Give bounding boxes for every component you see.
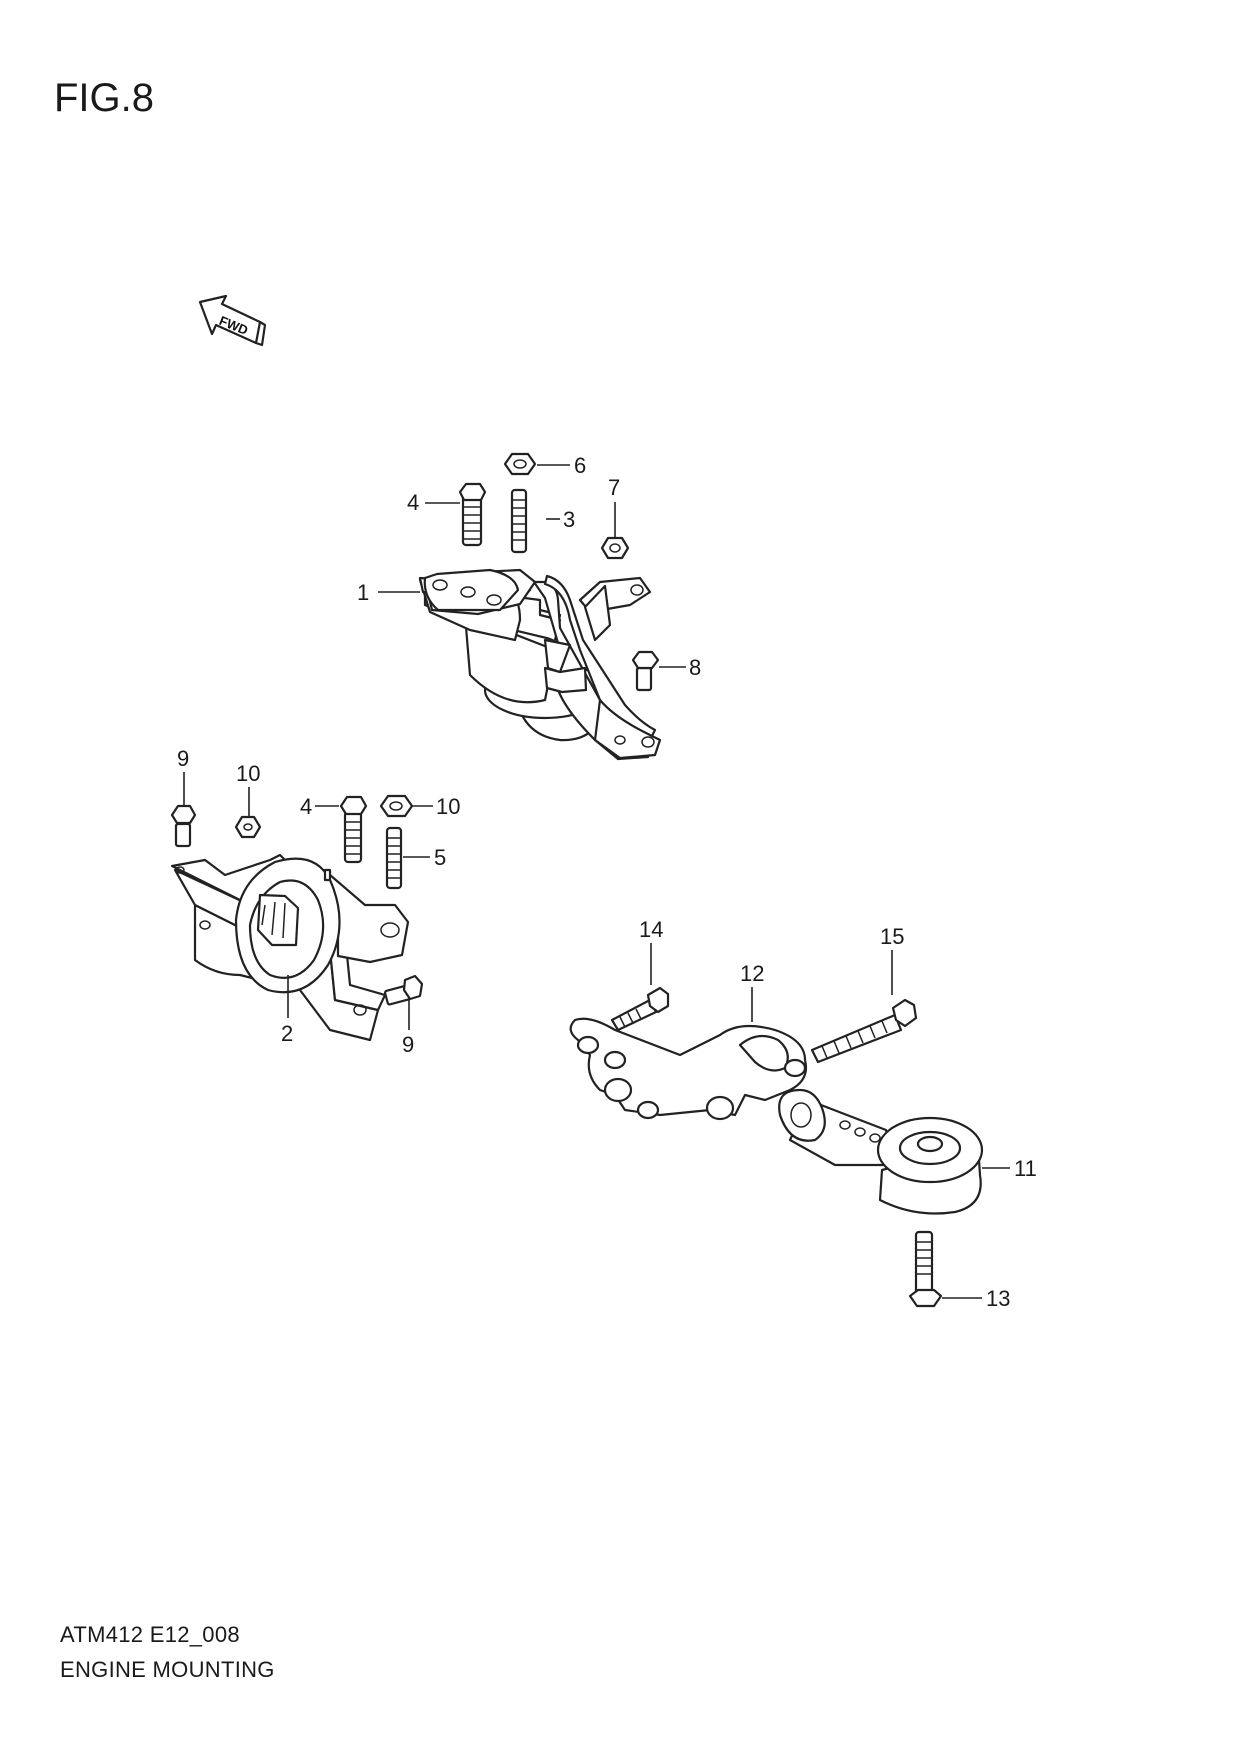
callout-labels: 1 3 4 6 7 8 9 10 4 10 5 2 9 14 12 15 11 … <box>177 453 1037 1311</box>
callout-14: 14 <box>639 917 663 942</box>
bolt-part-14[interactable] <box>610 986 670 1032</box>
callout-3: 3 <box>563 507 575 532</box>
bolt-part-4-upper[interactable] <box>458 482 487 547</box>
rear-mount-bushing[interactable] <box>778 1088 984 1215</box>
rear-mount-bracket[interactable] <box>569 1017 808 1121</box>
engine-mount-left[interactable] <box>170 853 410 1042</box>
figure-title: FIG.8 <box>54 76 155 120</box>
callout-8: 8 <box>689 655 701 680</box>
callout-5: 5 <box>434 845 446 870</box>
callout-15: 15 <box>880 924 904 949</box>
callout-4-upper: 4 <box>407 490 419 515</box>
callout-12: 12 <box>740 961 764 986</box>
fwd-arrow-icon: FWD <box>198 294 267 347</box>
nut-part-6[interactable] <box>503 452 537 476</box>
callout-10-left: 10 <box>236 761 260 786</box>
bolt-part-4-lower[interactable] <box>339 795 368 864</box>
nut-part-10-left[interactable] <box>234 815 262 839</box>
bolt-part-15[interactable] <box>810 998 918 1064</box>
diagram-code: ATM412 E12_008 <box>60 1622 240 1647</box>
engine-mount-right[interactable] <box>418 568 662 761</box>
callout-2: 2 <box>281 1021 293 1046</box>
bolt-part-13[interactable] <box>908 1230 943 1308</box>
callout-6: 6 <box>574 453 586 478</box>
callout-11: 11 <box>1014 1156 1037 1181</box>
callout-9-upper: 9 <box>177 746 189 771</box>
nut-part-10-right[interactable] <box>379 794 414 818</box>
callout-7: 7 <box>608 475 620 500</box>
callout-10-right: 10 <box>436 794 460 819</box>
diagram-name: ENGINE MOUNTING <box>60 1657 275 1682</box>
bolt-part-9-lower[interactable] <box>383 974 424 1006</box>
callout-1: 1 <box>357 580 369 605</box>
bolt-part-9-upper[interactable] <box>170 804 197 848</box>
stud-part-5[interactable] <box>385 826 403 890</box>
callout-13: 13 <box>986 1286 1010 1311</box>
bolt-part-8[interactable] <box>631 650 660 692</box>
stud-part-3[interactable] <box>510 488 528 554</box>
callout-9-lower: 9 <box>402 1032 414 1057</box>
callout-4-lower: 4 <box>300 794 312 819</box>
nut-part-7[interactable] <box>600 536 630 560</box>
leader-lines <box>183 464 1010 1299</box>
